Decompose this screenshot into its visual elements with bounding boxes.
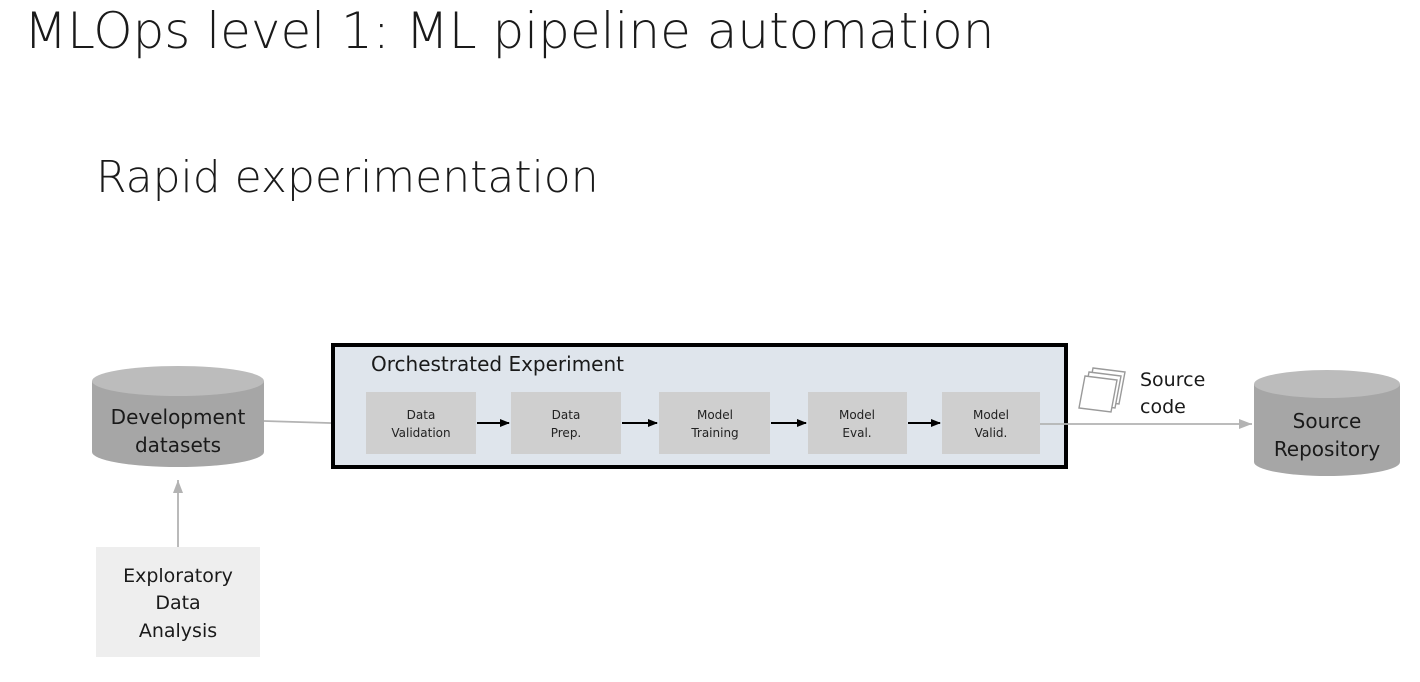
step-model-eval-line1: Model [839, 408, 875, 422]
orchestrated-experiment-title: Orchestrated Experiment [371, 352, 624, 376]
step-model-eval: Model Eval. [808, 392, 907, 454]
step-data-prep-line2: Prep. [551, 426, 582, 440]
step-data-prep: Data Prep. [511, 392, 621, 454]
source-repository-label-line2: Repository [1274, 437, 1381, 461]
step-model-valid-line1: Model [973, 408, 1009, 422]
step-model-training-line2: Training [690, 426, 738, 440]
source-code-icon [1078, 367, 1126, 413]
step-model-valid-line2: Valid. [975, 426, 1008, 440]
step-model-valid: Model Valid. [942, 392, 1040, 454]
step-data-validation: Data Validation [366, 392, 476, 454]
development-datasets-cylinder: Development datasets [92, 366, 264, 467]
step-data-prep-line1: Data [552, 408, 581, 422]
development-datasets-label-line1: Development [111, 405, 246, 429]
eda-label-line2: Data [155, 592, 200, 614]
eda-label-line3: Analysis [139, 620, 217, 642]
development-datasets-label-line2: datasets [135, 433, 221, 457]
slide-title: MLOps level 1: ML pipeline automation [24, 2, 995, 60]
source-code-label-line1: Source [1140, 369, 1205, 391]
step-model-eval-line2: Eval. [842, 426, 871, 440]
source-repository-label-line1: Source [1293, 409, 1362, 433]
exploratory-data-analysis-box: Exploratory Data Analysis [96, 547, 260, 657]
step-data-validation-line1: Data [407, 408, 436, 422]
source-code-label-line2: code [1140, 396, 1186, 418]
step-model-training-line1: Model [697, 408, 733, 422]
step-data-validation-line2: Validation [391, 426, 450, 440]
step-model-training: Model Training [659, 392, 770, 454]
source-repository-cylinder: Source Repository [1254, 370, 1400, 476]
slide-subtitle: Rapid experimentation [96, 152, 599, 203]
eda-label-line1: Exploratory [123, 565, 233, 587]
